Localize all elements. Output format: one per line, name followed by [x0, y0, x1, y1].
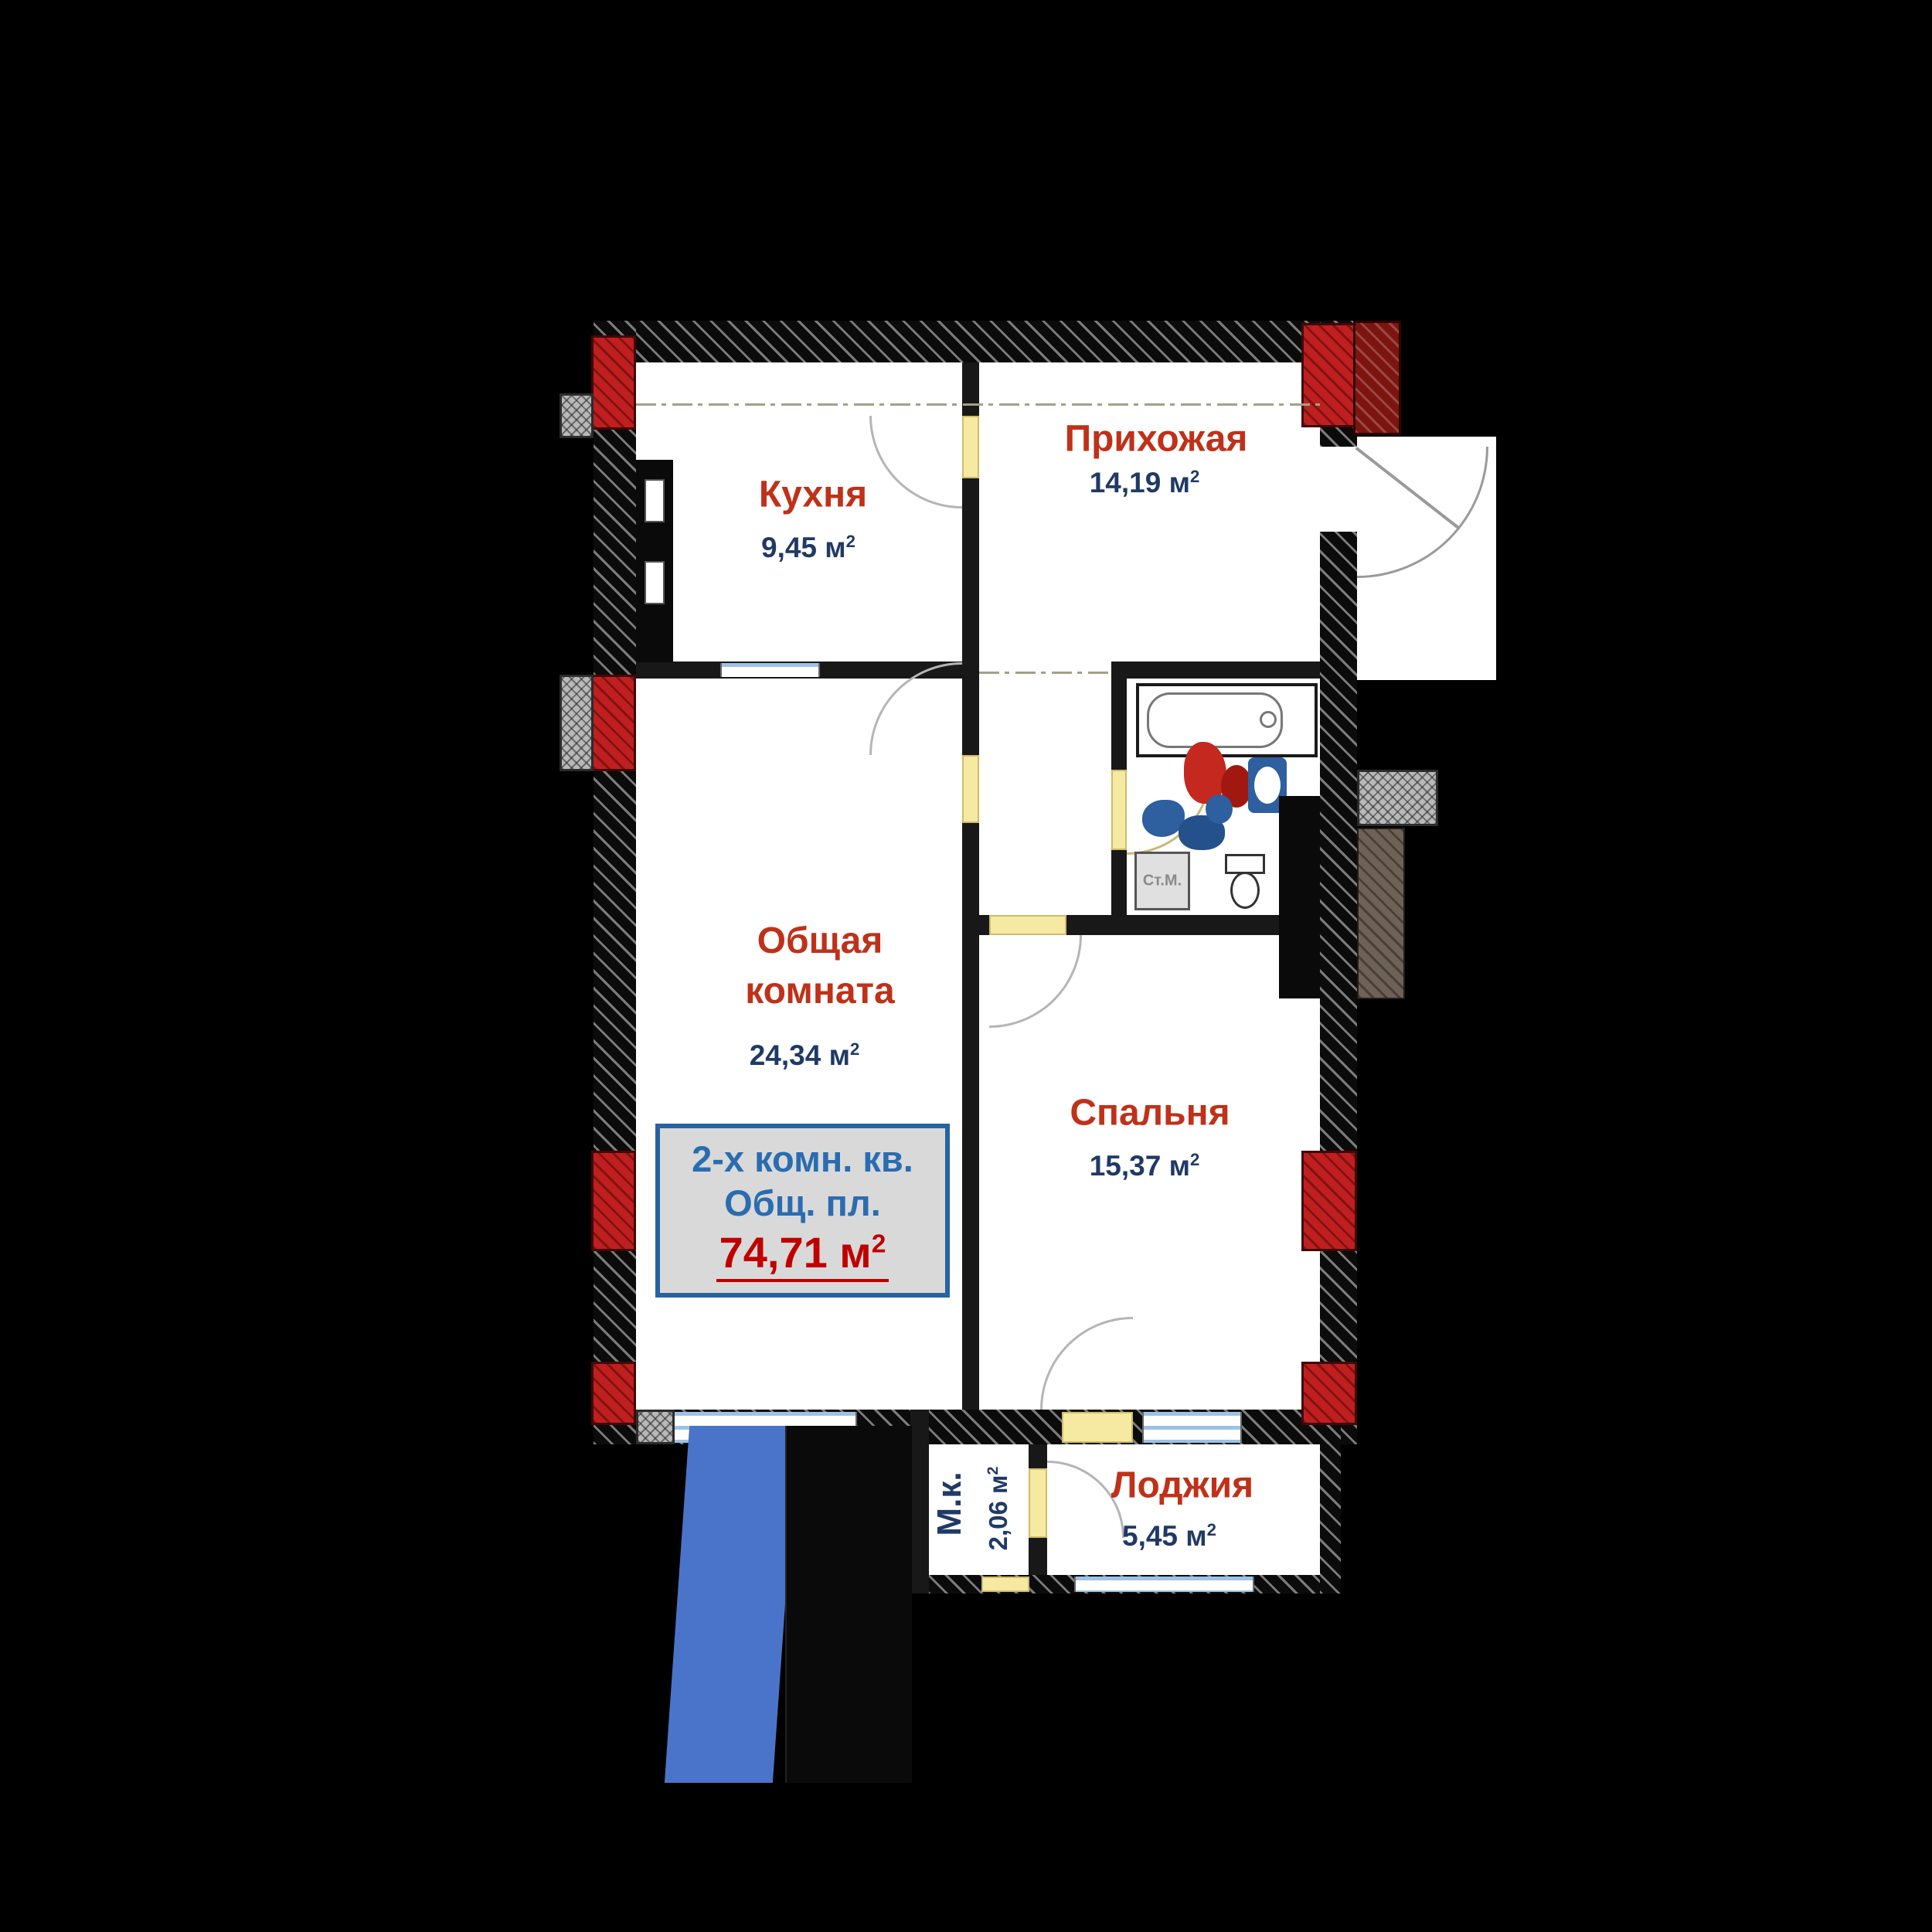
room-hallway-area-value: 14,19 м — [1089, 467, 1190, 499]
door-kitchen — [962, 416, 979, 478]
column-red-7 — [1301, 1362, 1357, 1425]
wall-ext-gray — [1357, 770, 1438, 826]
fixture-decor-blue-1 — [1142, 800, 1185, 837]
room-mk-area-value: 2,06 м — [984, 1475, 1012, 1551]
room-hallway-name: Прихожая — [1064, 418, 1248, 460]
area-superscript: 2 — [1189, 466, 1200, 486]
room-loggia-area-value: 5,45 м — [1121, 1520, 1207, 1553]
area-superscript: 2 — [1206, 1519, 1217, 1539]
column-red-2 — [1301, 323, 1355, 427]
washing-machine — [1134, 852, 1190, 910]
door-mk — [1029, 1468, 1047, 1538]
info-line-1: 2-х комн. кв. — [692, 1138, 913, 1180]
toilet-bowl — [1230, 872, 1260, 909]
area-superscript: 2 — [871, 1229, 886, 1258]
room-mk-name: М.к. — [930, 1471, 968, 1536]
window-kitchen — [720, 663, 820, 677]
info-total-value: 74,71 м — [719, 1227, 872, 1277]
column-red-4 — [591, 1151, 636, 1251]
column-red-5 — [591, 1362, 636, 1425]
room-living-name: Общая комната — [745, 917, 894, 1017]
column-red-6 — [1301, 1151, 1357, 1251]
fixture-decor-blue-3 — [1206, 794, 1233, 824]
door-bathroom — [1111, 770, 1127, 850]
wall-corner-gray — [636, 1410, 675, 1444]
kitchen-unit-slot-2 — [645, 561, 665, 604]
axis-line-2 — [979, 672, 1111, 674]
ventilation-shaft — [1279, 796, 1320, 998]
info-total: 74,71 м2 — [716, 1227, 889, 1282]
room-hallway-area: 14,19 м2 — [1090, 467, 1200, 499]
info-box: 2-х комн. кв. Общ. пл. 74,71 м2 — [655, 1124, 950, 1298]
room-kitchen-name: Кухня — [758, 474, 868, 515]
bathtub-drain — [1260, 711, 1277, 728]
room-bedroom-name: Спальня — [1070, 1092, 1230, 1134]
room-loggia-name: Лоджия — [1111, 1464, 1254, 1506]
room-kitchen-area-value: 9,45 м — [760, 532, 846, 564]
area-superscript: 2 — [985, 1466, 1002, 1475]
partition-mk-left — [910, 1410, 929, 1594]
room-living-name-line2: комната — [745, 971, 895, 1012]
room-mk-area: 2,06 м2 — [984, 1467, 1013, 1551]
decor-blue-panel — [664, 1426, 798, 1783]
column-red-3 — [591, 675, 636, 771]
area-superscript: 2 — [845, 531, 856, 551]
wall-ext-taupe — [1357, 828, 1405, 999]
axis-line-1 — [636, 403, 1320, 406]
room-living-area: 24,34 м2 — [750, 1039, 860, 1072]
room-loggia-area: 5,45 м2 — [1122, 1520, 1216, 1553]
door-mk-vent — [981, 1577, 1029, 1592]
window-bedroom — [1142, 1412, 1242, 1443]
room-bedroom-area: 15,37 м2 — [1090, 1150, 1200, 1182]
door-bedroom — [989, 915, 1066, 935]
wall-left — [594, 321, 636, 1444]
decor-black-panel — [785, 1426, 912, 1783]
room-living-name-line1: Общая — [757, 920, 883, 962]
door-living — [962, 755, 979, 823]
window-loggia — [1074, 1577, 1254, 1592]
kitchen-unit-slot-1 — [645, 479, 665, 522]
info-line-2: Общ. пл. — [724, 1182, 881, 1223]
partition-bathroom-top — [1111, 662, 1320, 679]
fixture-decor-red-1 — [1184, 742, 1226, 804]
entrance-gap — [1320, 447, 1357, 532]
room-living-area-value: 24,34 м — [749, 1039, 850, 1072]
door-loggia — [1062, 1412, 1133, 1443]
column-gray-1 — [560, 393, 594, 438]
wall-maroon-top-right — [1353, 321, 1401, 435]
wall-top — [594, 321, 1353, 362]
wall-loggia-right — [1320, 1444, 1341, 1594]
column-gray-2 — [560, 675, 594, 771]
partition-vertical-main — [962, 362, 979, 1410]
area-superscript: 2 — [1189, 1149, 1200, 1169]
room-bedroom-area-value: 15,37 м — [1089, 1150, 1190, 1182]
column-red-1 — [591, 335, 636, 430]
washing-machine-label: Ст.М. — [1142, 872, 1182, 889]
room-kitchen-area: 9,45 м2 — [761, 532, 855, 564]
washbasin-bowl — [1254, 767, 1281, 804]
area-superscript: 2 — [849, 1039, 860, 1059]
